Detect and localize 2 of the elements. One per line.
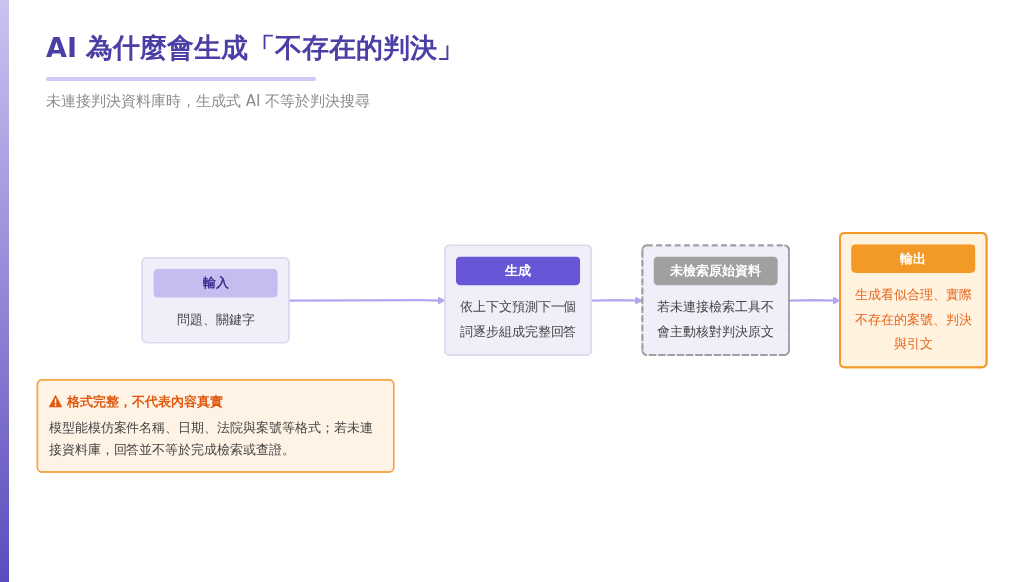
subtitle: 未連接判決資料庫時，生成式 AI 不等於判決搜尋 <box>46 92 371 111</box>
title: AI 為什麼會生成「不存在的判決」 <box>46 31 465 65</box>
